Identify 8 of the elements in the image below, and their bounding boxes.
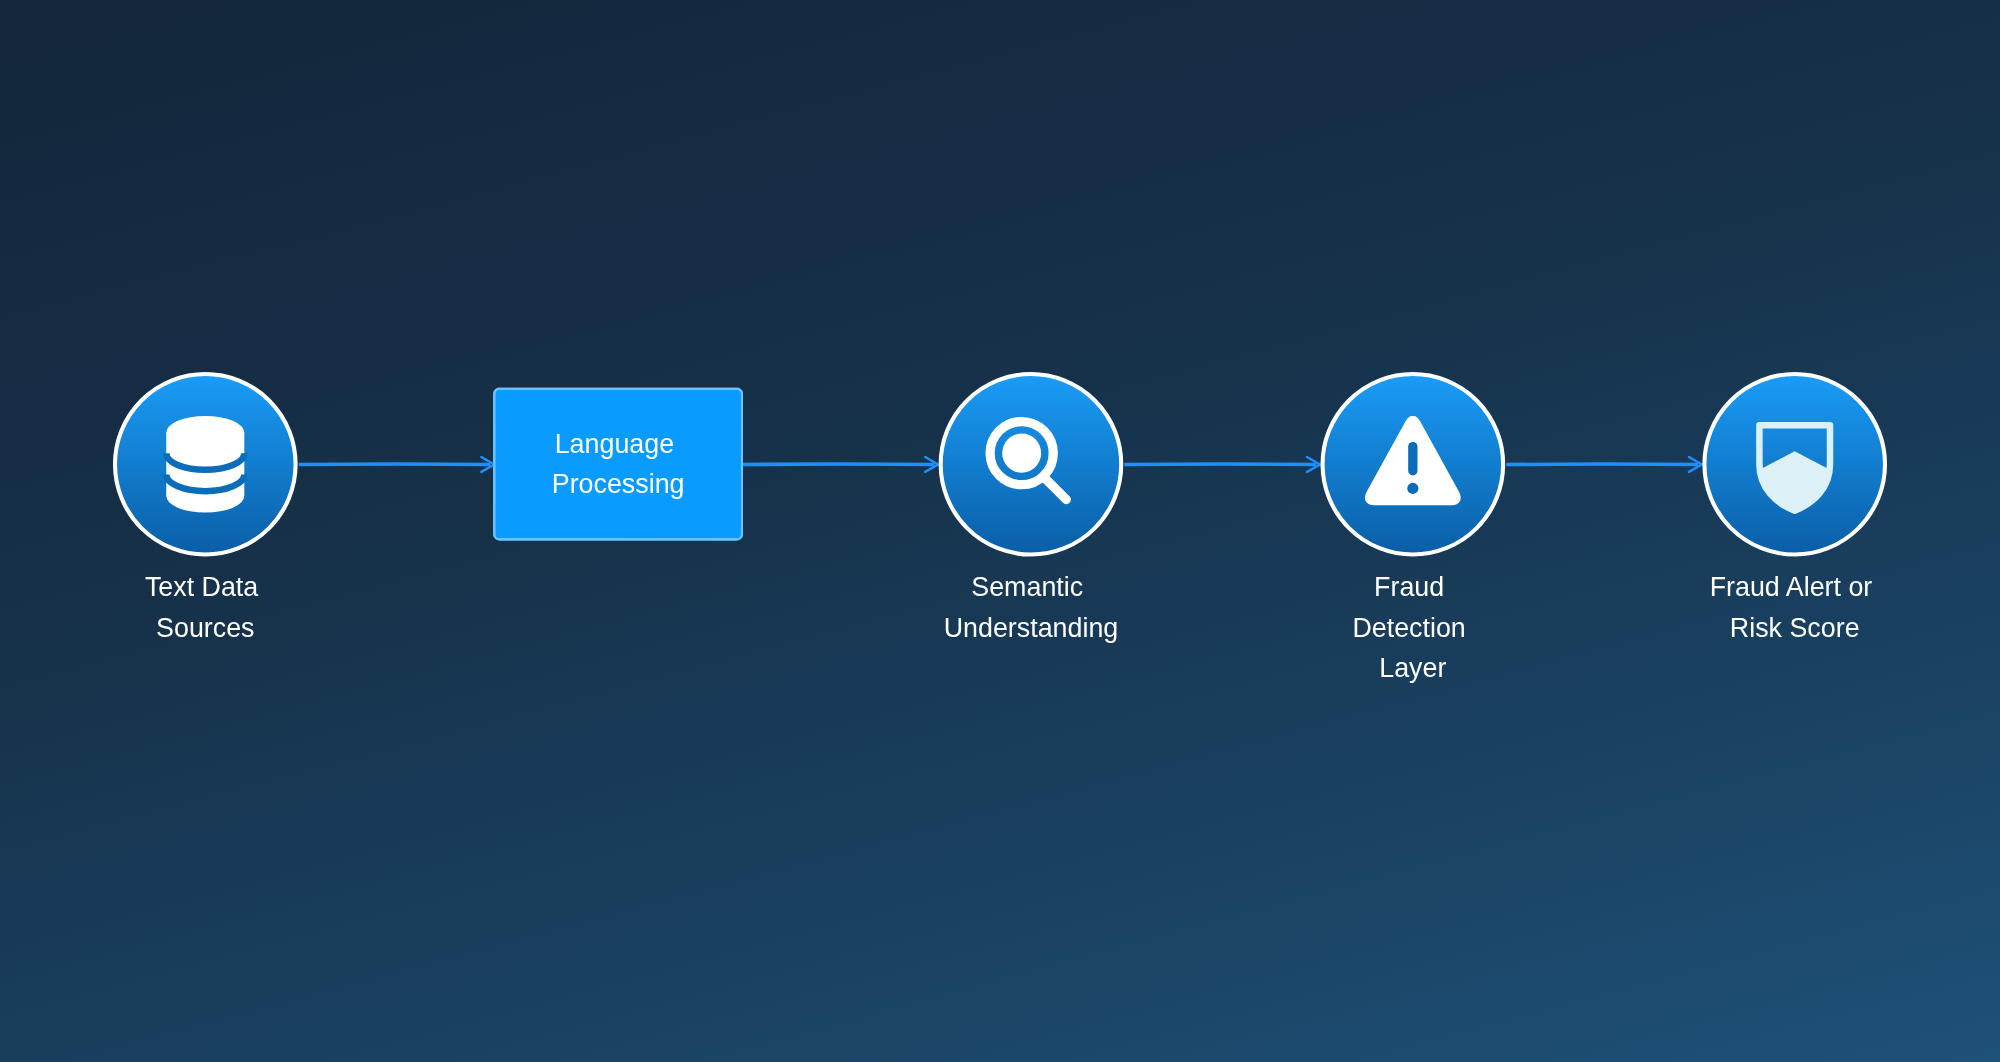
arrow — [742, 456, 940, 474]
node-label: Fraud Detection Layer — [1351, 570, 1467, 686]
node-label: Semantic Understanding — [942, 570, 1120, 645]
node-label: Text Data Sources — [143, 570, 260, 645]
node-label: Fraud Alert or Risk Score — [1708, 570, 1874, 645]
arrow — [1124, 456, 1322, 474]
node-label: Language Processing — [550, 427, 686, 502]
arrow — [1506, 456, 1704, 474]
